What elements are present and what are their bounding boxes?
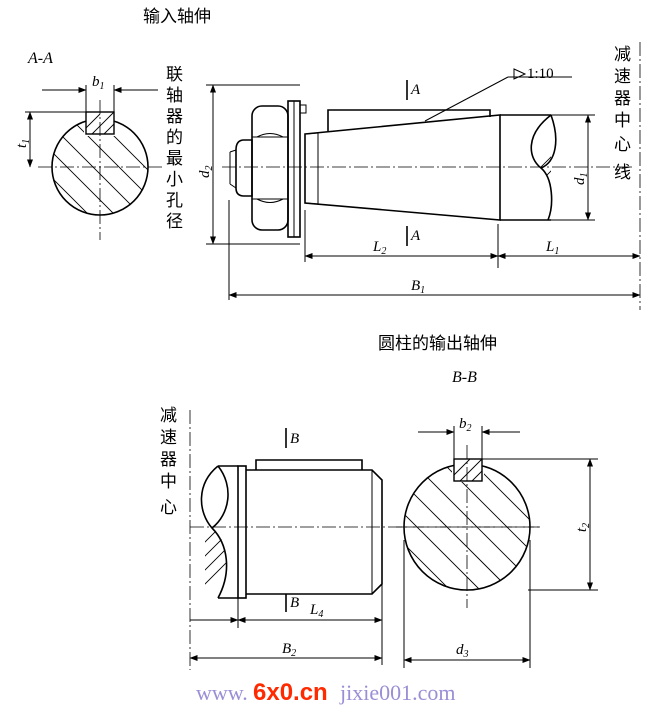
dim-t1: t1 bbox=[14, 139, 32, 148]
section-a-a: A-A b1 t1 bbox=[14, 50, 162, 240]
section-b-b: b2 t2 d3 bbox=[396, 416, 598, 668]
dim-d3: d3 bbox=[456, 642, 469, 660]
dim-d2: d2 bbox=[197, 166, 215, 179]
dim-d1: d1 bbox=[572, 173, 590, 186]
section-a-a-label: A-A bbox=[27, 50, 53, 67]
note-rc-5: 心 bbox=[614, 135, 631, 155]
section-mark-b-top: B bbox=[290, 431, 299, 447]
note-reducer-center-right: 减 速 器 中 心 线 bbox=[614, 45, 631, 183]
watermark-prefix: www. bbox=[196, 680, 248, 705]
note-rc-1: 减 bbox=[614, 45, 631, 65]
key-b bbox=[453, 458, 483, 482]
note-char-3: 器 bbox=[166, 107, 183, 127]
watermark-suffix: jixie001.com bbox=[339, 680, 455, 705]
dim-L2: L2 bbox=[372, 239, 386, 257]
note-lc-5: 心 bbox=[160, 498, 177, 518]
note-char-1: 联 bbox=[166, 65, 183, 85]
dim-b1: b1 bbox=[92, 74, 105, 92]
note-rc-3: 器 bbox=[614, 89, 631, 109]
note-char-7: 孔 bbox=[166, 191, 183, 211]
note-lc-1: 减 bbox=[160, 406, 177, 426]
watermark: www. 6x0.cn jixie001.com bbox=[196, 679, 455, 706]
dim-t2: t2 bbox=[574, 523, 592, 532]
note-rc-2: 速 bbox=[614, 67, 631, 87]
note-lc-2: 速 bbox=[160, 428, 177, 448]
input-shaft-view: A A 1:10 d2 d1 L2 L1 B1 bbox=[197, 42, 641, 310]
note-char-8: 径 bbox=[166, 212, 183, 232]
note-lc-4: 中 bbox=[160, 472, 177, 492]
dim-B1: B1 bbox=[411, 278, 425, 296]
note-coupling-min-bore: 联 轴 器 的 最 小 孔 径 bbox=[166, 65, 183, 232]
section-b-b-label: B-B bbox=[452, 369, 477, 386]
note-char-5: 最 bbox=[166, 149, 183, 169]
section-mark-b-bottom: B bbox=[290, 595, 299, 611]
dim-L4: L4 bbox=[309, 602, 323, 620]
taper-ratio: 1:10 bbox=[527, 66, 554, 82]
note-rc-4: 中 bbox=[614, 111, 631, 131]
note-char-4: 的 bbox=[166, 128, 183, 148]
watermark-brand: 6x0.cn bbox=[253, 679, 328, 706]
dim-L1: L1 bbox=[545, 239, 559, 257]
note-lc-3: 器 bbox=[160, 450, 177, 470]
section-mark-a-bottom: A bbox=[410, 228, 421, 244]
hex-nut bbox=[251, 105, 289, 231]
note-char-6: 小 bbox=[166, 170, 183, 190]
note-rc-6: 线 bbox=[614, 163, 631, 183]
note-char-2: 轴 bbox=[166, 86, 183, 106]
section-mark-a-top: A bbox=[410, 82, 421, 98]
dim-B2: B2 bbox=[282, 641, 296, 659]
output-shaft-view: B B L4 B2 bbox=[189, 410, 540, 670]
dim-b2: b2 bbox=[459, 416, 472, 434]
output-shaft-title: 圆柱的输出轴伸 bbox=[378, 334, 497, 354]
input-shaft-title: 输入轴伸 bbox=[143, 7, 211, 27]
note-reducer-center-left: 减 速 器 中 心 bbox=[160, 406, 177, 518]
